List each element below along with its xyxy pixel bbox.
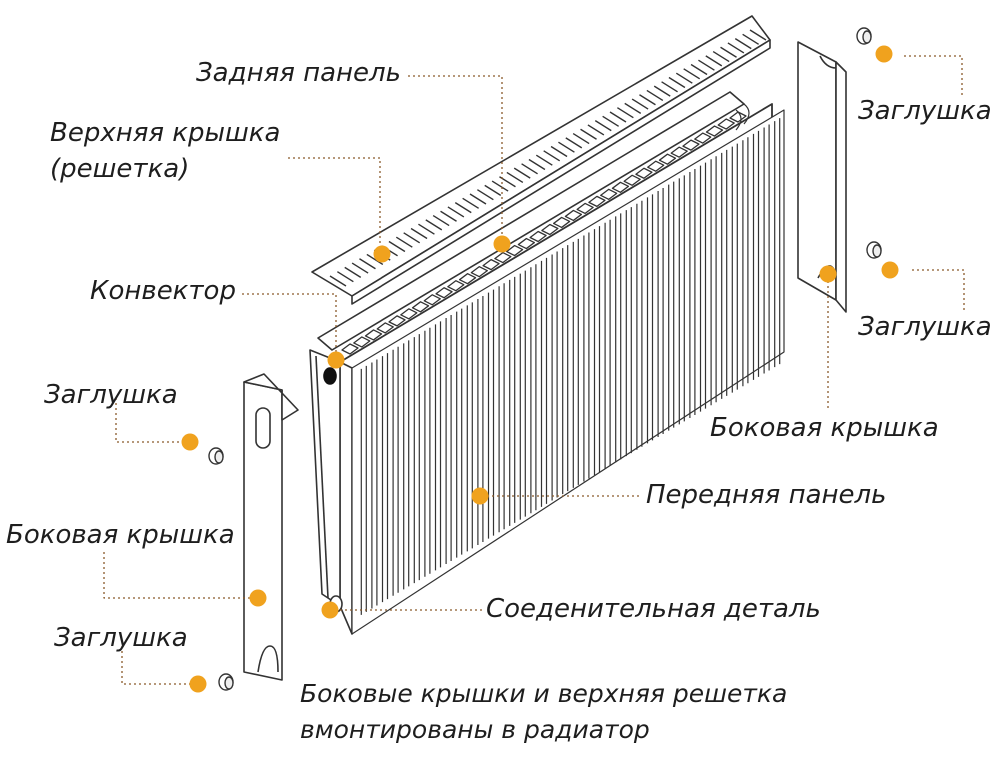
marker-dot-2 [327,351,345,369]
leader-line-6 [904,55,963,96]
marker-dot-5 [189,675,207,693]
right-side-cover [797,41,847,313]
leader-line-0 [408,75,503,242]
marker-dot-10 [321,601,339,619]
leader-line-4 [103,552,258,599]
label-front-panel: Передняя панель [646,480,887,510]
marker-dot-6 [875,45,893,63]
label-top-cover: Верхняя крышка [50,118,281,148]
leader-line-7 [912,269,965,310]
label-top-cover-sub: (решетка) [50,154,190,184]
note-line-1: Боковые крышки и верхняя решетка [300,679,788,708]
marker-dot-3 [181,433,199,451]
marker-dot-4 [249,589,267,607]
label-connector-part: Соеденительная деталь [486,594,821,624]
leader-line-1 [288,157,381,252]
label-convector: Конвектор [90,276,236,306]
label-plug-right-middle: Заглушка [858,312,992,342]
label-plug-left-upper: Заглушка [44,380,178,410]
leader-line-2 [242,293,337,358]
marker-dot-7 [881,261,899,279]
label-plug-right-upper: Заглушка [858,96,992,126]
label-side-cover-left: Боковая крышка [6,520,235,550]
marker-dot-0 [493,235,511,253]
left-side-cover [243,373,299,681]
marker-dot-8 [819,265,837,283]
label-plug-left-lower: Заглушка [54,623,188,653]
label-side-cover-right: Боковая крышка [710,413,939,443]
label-back-panel: Задняя панель [196,58,401,88]
marker-dot-1 [373,245,391,263]
marker-dot-9 [471,487,489,505]
note-line-2: вмонтированы в радиатор [300,715,650,744]
